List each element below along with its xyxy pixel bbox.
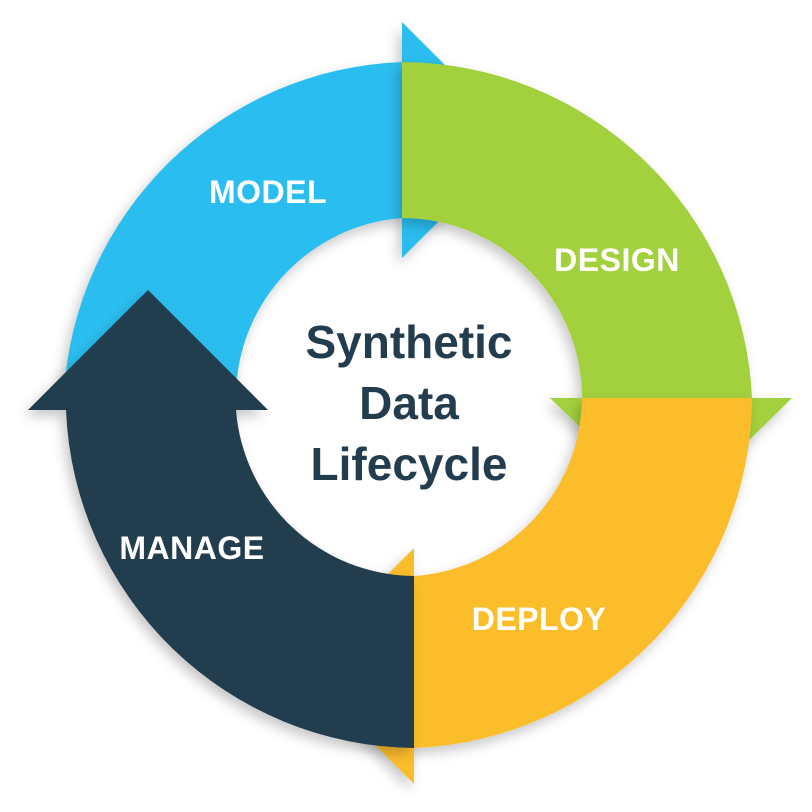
- model-label: MODEL: [209, 174, 327, 210]
- manage-segment-arrow: [28, 290, 414, 748]
- title-line-1: Synthetic: [305, 316, 512, 368]
- title-line-3: Lifecycle: [311, 438, 508, 490]
- center-title: Synthetic Data Lifecycle: [305, 316, 512, 490]
- title-line-2: Data: [359, 377, 459, 429]
- deploy-label: DEPLOY: [472, 601, 607, 637]
- cycle-segments: [28, 22, 792, 784]
- manage-label: MANAGE: [119, 530, 264, 566]
- design-label: DESIGN: [554, 242, 680, 278]
